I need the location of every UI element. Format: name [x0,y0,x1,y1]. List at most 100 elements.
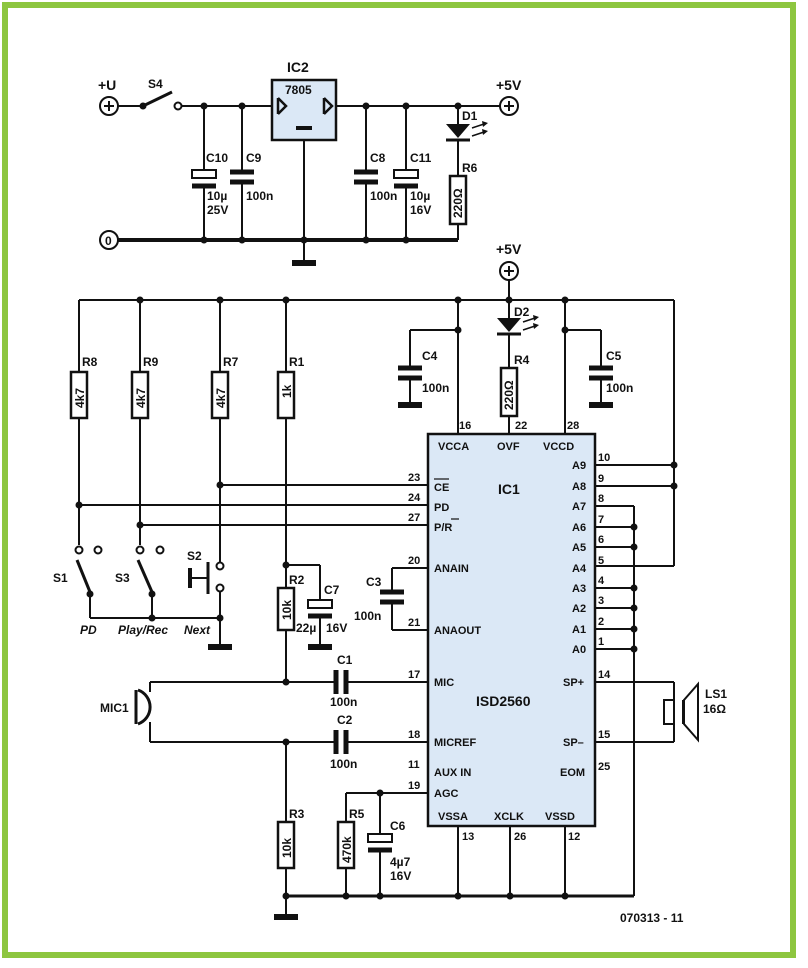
label-c1: C1 [337,653,353,667]
pin-name-a6: A6 [572,522,586,534]
pin-num-24: 24 [408,492,421,504]
label-next: Next [184,623,211,637]
pin-num-1: 1 [598,636,604,648]
label-c9-val: 100n [246,189,273,203]
pin-name-anain: ANAIN [434,563,469,575]
label-pd: PD [80,623,97,637]
pin-name-eom: EOM [560,767,585,779]
switch-s1 [74,545,103,598]
label-ic2: IC2 [287,59,309,75]
pin-num-10: 10 [598,452,610,464]
label-r8: R8 [82,355,98,369]
label-c4: C4 [422,349,438,363]
label-c6: C6 [390,819,406,833]
label-c2: C2 [337,713,353,727]
label-r3-val: 10k [280,838,294,858]
label-r5: R5 [349,807,365,821]
label-c3: C3 [366,575,382,589]
pin-num-13: 13 [462,831,474,843]
label-c7-val2: 16V [326,621,347,635]
pin-name-pd: PD [434,502,449,514]
pin-num-20: 20 [408,555,420,567]
capacitor-c10-plus [191,169,217,179]
label-s1: S1 [53,571,68,585]
pin-name-pr: P/R [434,522,452,534]
label-ls1: LS1 [705,687,727,701]
label-plus5v-top: +5V [496,77,522,93]
label-r4: R4 [514,353,530,367]
pin-name-agc: AGC [434,788,459,800]
pin-num-3: 3 [598,595,604,607]
label-c2-val: 100n [330,757,357,771]
pin-name-vcca: VCCA [438,441,469,453]
label-c6-val1: 4µ7 [390,855,411,869]
label-c11: C11 [410,151,432,165]
capacitor-c6-plus [367,833,393,843]
pin-num-21: 21 [408,617,420,629]
pin-name-ovf: OVF [497,441,520,453]
pin-name-anaout: ANAOUT [434,625,481,637]
figure-code: 070313 - 11 [620,911,684,925]
pin-num-25: 25 [598,761,610,773]
pin-num-4: 4 [598,575,605,587]
pin-num-16: 16 [459,420,471,432]
pin-name-a5: A5 [572,542,586,554]
label-c11-val2: 16V [410,203,431,217]
pin-name-spminus: SP– [563,737,584,749]
pushbutton-s2 [188,561,225,594]
label-c7: C7 [324,583,340,597]
label-r2: R2 [289,573,305,587]
label-r3: R3 [289,807,305,821]
pin-num-28: 28 [567,420,579,432]
label-c8-val: 100n [370,189,397,203]
pin-num-12: 12 [568,831,580,843]
label-zero: 0 [105,234,112,248]
pin-name-ce: CE [434,482,449,494]
pin-name-micref: MICREF [434,737,476,749]
label-r8-val: 4k7 [73,388,87,408]
pin-num-14: 14 [598,669,611,681]
pin-name-vccd: VCCD [543,441,574,453]
label-c10: C10 [206,151,228,165]
label-ls1-val: 16Ω [703,702,726,716]
ic1-body [426,432,597,828]
label-c9: C9 [246,151,262,165]
label-r2-val: 10k [280,600,294,620]
label-s2: S2 [187,549,202,563]
pin-num-7: 7 [598,514,604,526]
capacitor-c11-plus [393,169,419,179]
label-r9-val: 4k7 [134,388,148,408]
pin-num-19: 19 [408,780,420,792]
pin-num-26: 26 [514,831,526,843]
label-c8: C8 [370,151,386,165]
label-d2: D2 [514,305,530,319]
label-r9: R9 [143,355,159,369]
microphone-mic1 [134,682,152,742]
pin-num-23: 23 [408,472,420,484]
capacitor-c7-plus [307,599,333,609]
label-s3: S3 [115,571,130,585]
label-c3-val: 100n [354,609,381,623]
label-ic1: IC1 [498,481,520,497]
pin-name-a0: A0 [572,644,586,656]
label-s4: S4 [148,77,163,91]
pin-name-a9: A9 [572,460,586,472]
label-c5: C5 [606,349,622,363]
pin-name-a3: A3 [572,583,586,595]
label-plus5v-mid: +5V [496,241,522,257]
switch-s4 [139,90,183,111]
label-c11-val1: 10µ [410,189,430,203]
label-r5-val: 470k [340,836,354,863]
pin-num-15: 15 [598,729,610,741]
label-c7-val1: 22µ [296,621,316,635]
terminal-plus5v-mid [499,261,519,281]
pin-name-vssa: VSSA [438,811,468,823]
speaker-ls1 [663,681,699,743]
regulator-ic2 [270,78,338,142]
label-ic2-part: 7805 [285,83,312,97]
pin-num-11: 11 [408,759,420,771]
switch-s3 [135,545,165,598]
label-plus-u: +U [98,77,116,93]
label-d1: D1 [462,109,478,123]
